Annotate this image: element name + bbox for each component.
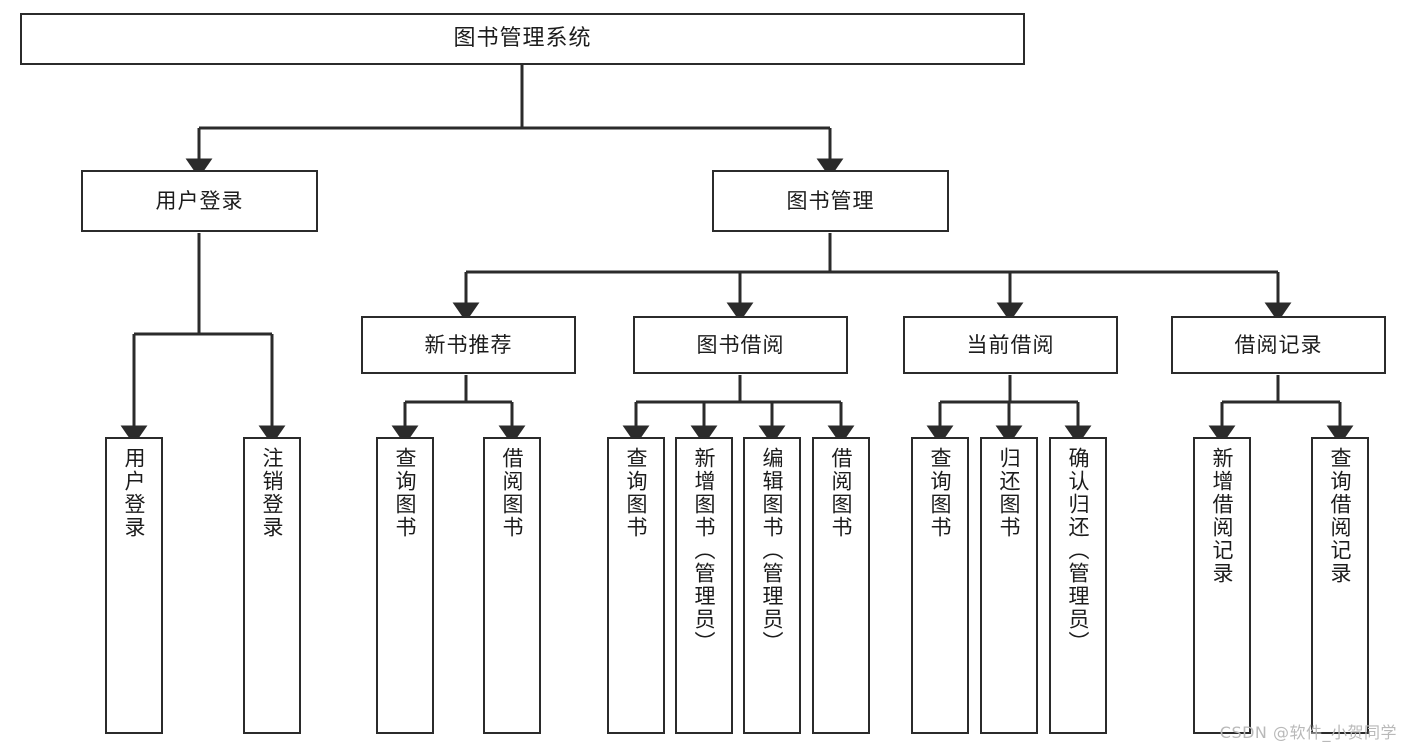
node-label: 图书管理系统 bbox=[453, 26, 592, 52]
node-label: 确认归还（管理员） bbox=[1066, 447, 1091, 654]
node-leaf-query-book-2[interactable]: 查询图书 bbox=[607, 437, 665, 734]
csdn-watermark: CSDN @软件_小贺同学 bbox=[1219, 723, 1397, 742]
node-label: 查询图书 bbox=[393, 447, 418, 539]
node-borrow-record[interactable]: 借阅记录 bbox=[1171, 316, 1386, 374]
node-book-management-system[interactable]: 图书管理系统 bbox=[20, 13, 1025, 65]
node-current-borrow[interactable]: 当前借阅 bbox=[903, 316, 1118, 374]
node-label: 查询借阅记录 bbox=[1328, 447, 1353, 585]
node-leaf-query-book-3[interactable]: 查询图书 bbox=[911, 437, 969, 734]
node-label: 新增图书（管理员） bbox=[692, 447, 717, 654]
node-leaf-user-login[interactable]: 用户登录 bbox=[105, 437, 163, 734]
node-label: 查询图书 bbox=[624, 447, 649, 539]
node-leaf-query-record[interactable]: 查询借阅记录 bbox=[1311, 437, 1369, 734]
node-leaf-return-book[interactable]: 归还图书 bbox=[980, 437, 1038, 734]
node-label: 编辑图书（管理员） bbox=[760, 447, 785, 654]
node-leaf-query-book-1[interactable]: 查询图书 bbox=[376, 437, 434, 734]
node-label: 用户登录 bbox=[122, 447, 147, 539]
node-label: 图书管理 bbox=[786, 188, 875, 213]
node-leaf-add-book[interactable]: 新增图书（管理员） bbox=[675, 437, 733, 734]
node-label: 图书借阅 bbox=[696, 332, 785, 357]
node-leaf-confirm-return[interactable]: 确认归还（管理员） bbox=[1049, 437, 1107, 734]
node-label: 查询图书 bbox=[928, 447, 953, 539]
node-leaf-borrow-book-1[interactable]: 借阅图书 bbox=[483, 437, 541, 734]
node-label: 借阅图书 bbox=[500, 447, 525, 539]
node-label: 用户登录 bbox=[155, 188, 244, 213]
node-label: 当前借阅 bbox=[966, 332, 1055, 357]
node-label: 注销登录 bbox=[260, 447, 285, 539]
node-label: 新书推荐 bbox=[424, 332, 513, 357]
node-leaf-borrow-book-2[interactable]: 借阅图书 bbox=[812, 437, 870, 734]
node-user-login[interactable]: 用户登录 bbox=[81, 170, 318, 232]
node-label: 借阅图书 bbox=[829, 447, 854, 539]
node-leaf-add-record[interactable]: 新增借阅记录 bbox=[1193, 437, 1251, 734]
node-book-manage[interactable]: 图书管理 bbox=[712, 170, 949, 232]
node-leaf-edit-book[interactable]: 编辑图书（管理员） bbox=[743, 437, 801, 734]
node-label: 借阅记录 bbox=[1234, 332, 1323, 357]
node-book-borrow[interactable]: 图书借阅 bbox=[633, 316, 848, 374]
node-label: 新增借阅记录 bbox=[1210, 447, 1235, 585]
node-label: 归还图书 bbox=[997, 447, 1022, 539]
node-new-book-recommend[interactable]: 新书推荐 bbox=[361, 316, 576, 374]
node-leaf-user-logout[interactable]: 注销登录 bbox=[243, 437, 301, 734]
